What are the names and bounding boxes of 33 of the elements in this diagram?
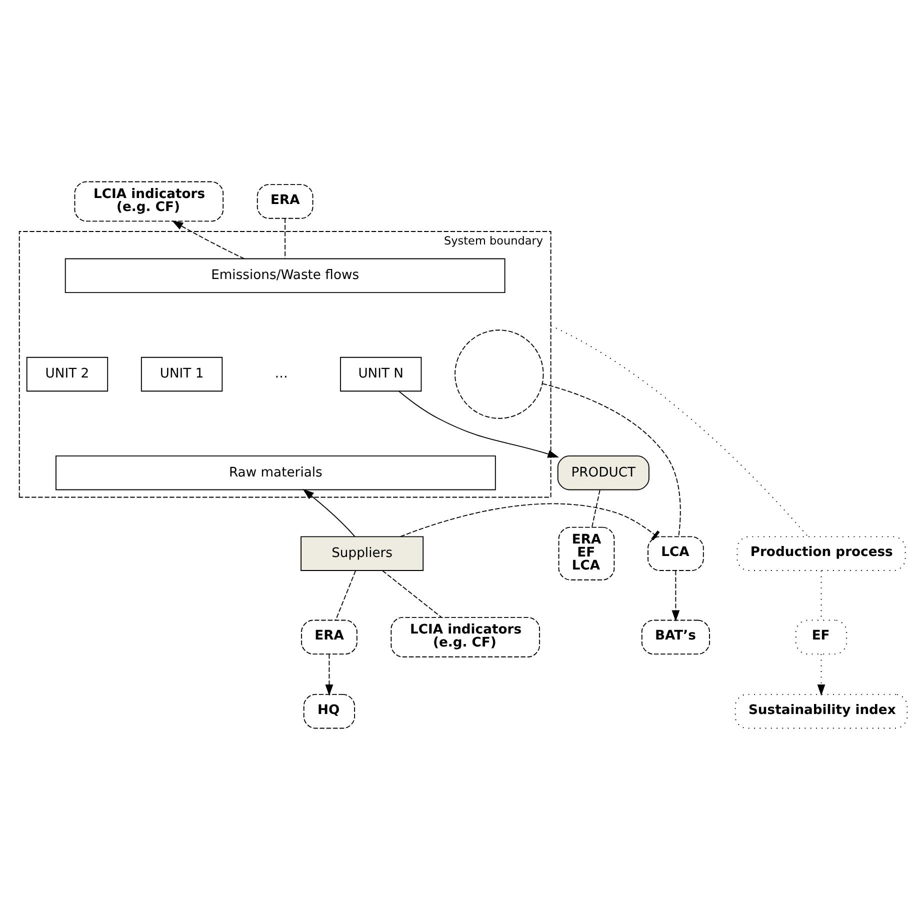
label: … <box>274 366 288 382</box>
node-box: ERA <box>256 184 314 218</box>
node-box: PRODUCT <box>557 454 650 490</box>
node-box: UNIT N <box>340 356 422 392</box>
node-box: UNIT 1 <box>140 356 223 392</box>
connector <box>592 489 600 527</box>
node-box: LCIA indicators (e.g. CF) <box>390 616 540 657</box>
node-box: ERA EF LCA <box>558 526 615 580</box>
arrow <box>325 653 334 696</box>
arrow <box>302 488 356 536</box>
node-circle <box>454 329 544 418</box>
node-box: LCA <box>648 536 704 570</box>
arrow <box>398 390 560 458</box>
node-box: Emissions/Waste flows <box>64 258 506 293</box>
connector <box>382 570 442 618</box>
connector <box>542 382 681 537</box>
node-box: UNIT 2 <box>26 356 108 392</box>
connector <box>550 324 808 537</box>
arrow <box>817 653 826 696</box>
node-box: Production process <box>736 536 906 570</box>
connector <box>400 502 660 540</box>
node-box: ERA <box>301 619 358 654</box>
node-box: Raw materials <box>56 454 496 490</box>
node-box: Sustainability index <box>734 693 908 728</box>
arrow <box>672 570 680 622</box>
connector <box>284 218 286 259</box>
node-box: Suppliers <box>300 536 424 570</box>
arrow <box>172 220 245 259</box>
connector <box>335 570 356 620</box>
node-box: BAT’s <box>641 619 710 654</box>
node-box: LCIA indicators (e.g. CF) <box>74 180 224 222</box>
node-box: EF <box>795 619 848 654</box>
node-box: HQ <box>303 693 356 728</box>
